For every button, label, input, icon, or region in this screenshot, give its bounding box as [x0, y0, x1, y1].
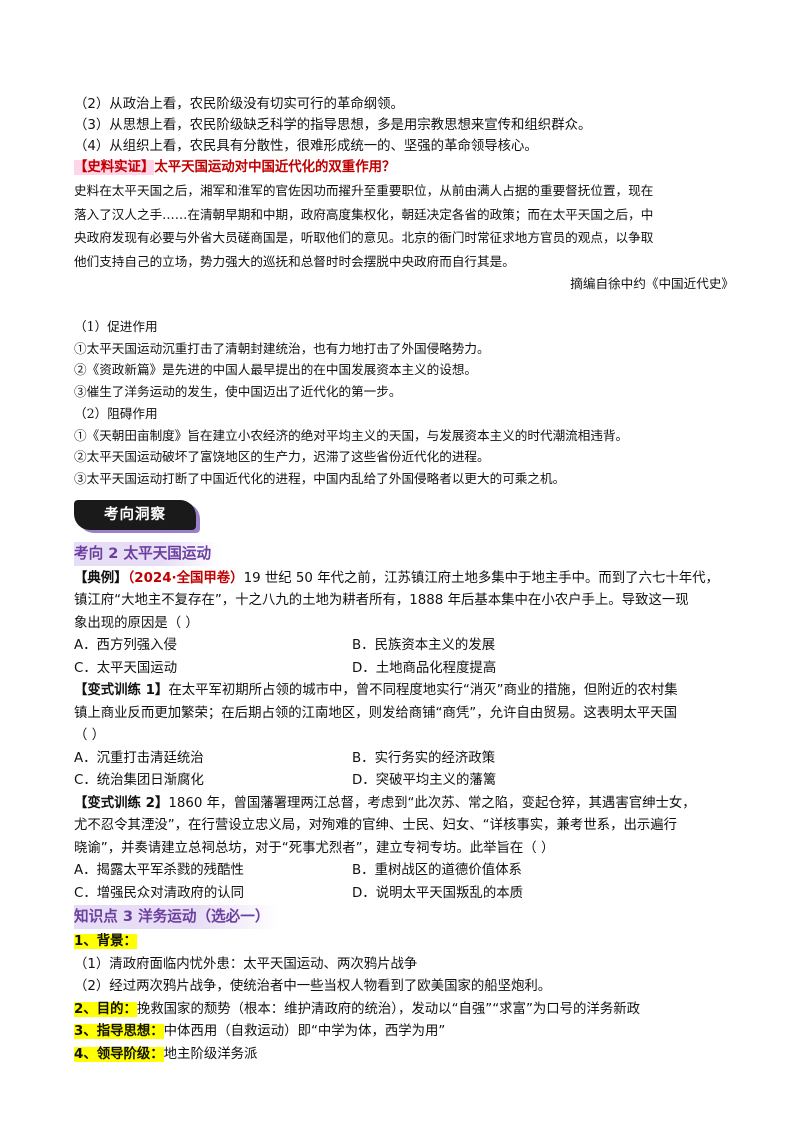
example-stem-line: 镇江府“大地主不复存在”，十之八九的土地为耕者所有，1888 年后基本集中在小农… — [74, 593, 689, 609]
background-label: 1、背景： — [74, 934, 137, 950]
hinder-item: ①《天朝田亩制度》旨在建立小农经济的绝对平均主义的天国，与发展资本主义的时代潮流… — [74, 427, 629, 443]
option-d[interactable]: D．说明太平天国叛乱的本质 — [352, 885, 523, 901]
purpose-text: 挽救国家的颓势（根本：维护清政府的统治），发动以“自强”“求富”为口号的洋务新政 — [136, 1001, 640, 1017]
option-row: C．太平天国运动 D．土地商品化程度提高 — [74, 658, 734, 681]
point-organizational: （4）从组织上看，农民具有分散性，很难形成统一的、坚强的革命领导核心。 — [74, 139, 538, 154]
option-a[interactable]: A．沉重打击清廷统治 — [74, 750, 204, 766]
option-c[interactable]: C．太平天国运动 — [74, 660, 178, 676]
direction-heading: 考向 2 太平天国运动 — [74, 541, 222, 566]
practice-1: 【变式训练 1】在太平军初期所占领的城市中，曾不同程度地实行“消灭”商业的措施，… — [74, 680, 734, 793]
evidence-source: 史料在太平天国之后，湘军和淮军的官佐因功而擢升至重要职位，从前由满人占据的重要督… — [74, 179, 734, 295]
thought-row: 3、指导思想：中体西用（自救运动）即“中学为体，西学为用” — [74, 1021, 734, 1044]
practice-stem-line: 晓谕”，并奏请建立总祠总坊，对于“死事尤烈者”，建立专祠专坊。此举旨在（ ） — [74, 840, 555, 856]
option-b[interactable]: B．民族资本主义的发展 — [352, 638, 496, 654]
practice-stem-line: 镇上商业反而更加繁荣；在后期占领的江南地区，则发给商铺“商凭”，允许自由贸易。这… — [74, 705, 678, 721]
promote-title: （1）促进作用 — [74, 319, 158, 334]
promote-item: ②《资政新篇》是先进的中国人最早提出的在中国发展资本主义的设想。 — [74, 362, 477, 378]
example-stem-line: 象出现的原因是（ ） — [74, 615, 199, 631]
option-row: A．西方列强入侵 B．民族资本主义的发展 — [74, 635, 734, 658]
option-d[interactable]: D．突破平均主义的藩篱 — [352, 773, 497, 789]
promote-item: ③催生了洋务运动的发生，使中国迈出了近代化的第一步。 — [74, 384, 402, 400]
option-d[interactable]: D．土地商品化程度提高 — [352, 660, 497, 676]
option-b[interactable]: B．重树战区的道德价值体系 — [352, 863, 522, 879]
source-line: 史料在太平天国之后，湘军和淮军的官佐因功而擢升至重要职位，从前由满人占据的重要督… — [74, 183, 654, 198]
example-tag: 【典例】 — [74, 570, 128, 586]
practice-stem-line: 尤不忍令其湮没”，在行营设立忠义局，对殉难的官绅、士民、妇女、“详核事实，兼考世… — [74, 818, 678, 834]
practice-2: 【变式训练 2】1860 年，曾国藩署理两江总督，考虑到“此次苏、常之陷，变起仓… — [74, 793, 734, 906]
knowledge-heading-row: 知识点 3 洋务运动（选必一） — [74, 905, 734, 930]
option-c[interactable]: C．增强民众对清政府的认同 — [74, 885, 245, 901]
point-ideological: （3）从思想上看，农民阶级缺乏科学的指导思想，多是用宗教思想来宣传和组织群众。 — [74, 118, 592, 133]
evidence-heading: 【史料实证】太平天国运动对中国近代化的双重作用？ — [74, 157, 734, 178]
option-row: A．揭露太平军杀戮的残酷性 B．重树战区的道德价值体系 — [74, 860, 734, 883]
purpose-label: 2、目的： — [74, 1001, 137, 1017]
effects-section: （1）促进作用 ①太平天国运动沉重打击了清朝封建统治，也有力地打击了外国侵略势力… — [74, 316, 734, 490]
option-row: C．统治集团日渐腐化 D．突破平均主义的藩篱 — [74, 770, 734, 793]
practice-2-tag: 【变式训练 2】 — [74, 795, 169, 811]
option-b[interactable]: B．实行务实的经济政策 — [352, 750, 496, 766]
leader-row: 4、领导阶级：地主阶级洋务派 — [74, 1044, 734, 1067]
section-banner: 考向洞察 — [74, 498, 202, 534]
practice-1-tag: 【变式训练 1】 — [74, 683, 169, 699]
banner-shape — [74, 499, 196, 530]
option-c[interactable]: C．统治集团日渐腐化 — [74, 773, 204, 789]
practice-2-stem-text: 1860 年，曾国藩署理两江总督，考虑到“此次苏、常之陷，变起仓猝，其遇害官绅士… — [168, 795, 696, 811]
example-question: 【典例】（2024·全国甲卷）19 世纪 50 年代之前，江苏镇江府土地多集中于… — [74, 568, 734, 681]
example-source: （2024·全国甲卷） — [127, 570, 244, 586]
practice-1-stem-text: 在太平军初期所占领的城市中，曾不同程度地实行“消灭”商业的措施，但附近的农村集 — [168, 683, 678, 699]
point-political: （2）从政治上看，农民阶级没有切实可行的革命纲领。 — [74, 97, 404, 112]
direction-heading-row: 考向 2 太平天国运动 — [74, 541, 734, 566]
practice-stem-line: 【变式训练 2】1860 年，曾国藩署理两江总督，考虑到“此次苏、常之陷，变起仓… — [74, 793, 734, 816]
option-a[interactable]: A．揭露太平军杀戮的残酷性 — [74, 863, 244, 879]
evidence-question: 太平天国运动对中国近代化的双重作用？ — [154, 160, 396, 175]
practice-stem-line: 【变式训练 1】在太平军初期所占领的城市中，曾不同程度地实行“消灭”商业的措施，… — [74, 680, 734, 703]
knowledge-heading: 知识点 3 洋务运动（选必一） — [74, 905, 280, 930]
leader-text: 地主阶级洋务派 — [163, 1046, 258, 1062]
banner-label: 考向洞察 — [104, 506, 166, 523]
option-row: C．增强民众对清政府的认同 D．说明太平天国叛乱的本质 — [74, 883, 734, 906]
background-item: （1）清政府面临内忧外患：太平天国运动、两次鸦片战争 — [74, 956, 418, 972]
example-stem-line: 【典例】（2024·全国甲卷）19 世纪 50 年代之前，江苏镇江府土地多集中于… — [74, 568, 734, 591]
promote-item: ①太平天国运动沉重打击了清朝封建统治，也有力地打击了外国侵略势力。 — [74, 340, 490, 356]
thought-text: 中体西用（自救运动）即“中学为体，西学为用” — [163, 1024, 446, 1040]
background-row: 1、背景： — [74, 931, 734, 954]
thought-label: 3、指导思想： — [74, 1024, 164, 1040]
hinder-item: ②太平天国运动破坏了富饶地区的生产力，迟滞了这些省份近代化的进程。 — [74, 449, 490, 465]
option-row: A．沉重打击清廷统治 B．实行务实的经济政策 — [74, 748, 734, 771]
practice-stem-line: （ ） — [74, 728, 106, 744]
document-page: （2）从政治上看，农民阶级没有切实可行的革命纲领。 （3）从思想上看，农民阶级缺… — [74, 94, 734, 1066]
yangwu-section: 1、背景： （1）清政府面临内忧外患：太平天国运动、两次鸦片战争 （2）经过两次… — [74, 931, 734, 1066]
example-stem-text: 19 世纪 50 年代之前，江苏镇江府土地多集中于地主手中。而到了六七十年代， — [243, 570, 719, 586]
leader-label: 4、领导阶级： — [74, 1046, 164, 1062]
source-attribution: 摘编自徐中约《中国近代史》 — [570, 276, 734, 291]
hinder-item: ③太平天国运动打断了中国近代化的进程，中国内乱给了外国侵略者以更大的可乘之机。 — [74, 470, 566, 486]
evidence-tag: 【史料实证】 — [74, 160, 155, 175]
background-item: （2）经过两次鸦片战争，使统治者中一些当权人物看到了欧美国家的船坚炮利。 — [74, 979, 552, 995]
source-line: 落入了汉人之手……在清朝早期和中期，政府高度集权化，朝廷决定各省的政策；而在太平… — [74, 206, 654, 222]
source-line: 央政府发现有必要与外省大员磋商国是，听取他们的意见。北京的衙门时常征求地方官员的… — [74, 230, 654, 245]
hinder-title: （2）阻碍作用 — [74, 405, 158, 421]
source-line: 他们支持自己的立场，势力强大的巡抚和总督时时会摆脱中央政府而自行其是。 — [74, 253, 515, 269]
purpose-row: 2、目的：挽救国家的颓势（根本：维护清政府的统治），发动以“自强”“求富”为口号… — [74, 999, 734, 1022]
option-a[interactable]: A．西方列强入侵 — [74, 638, 177, 654]
